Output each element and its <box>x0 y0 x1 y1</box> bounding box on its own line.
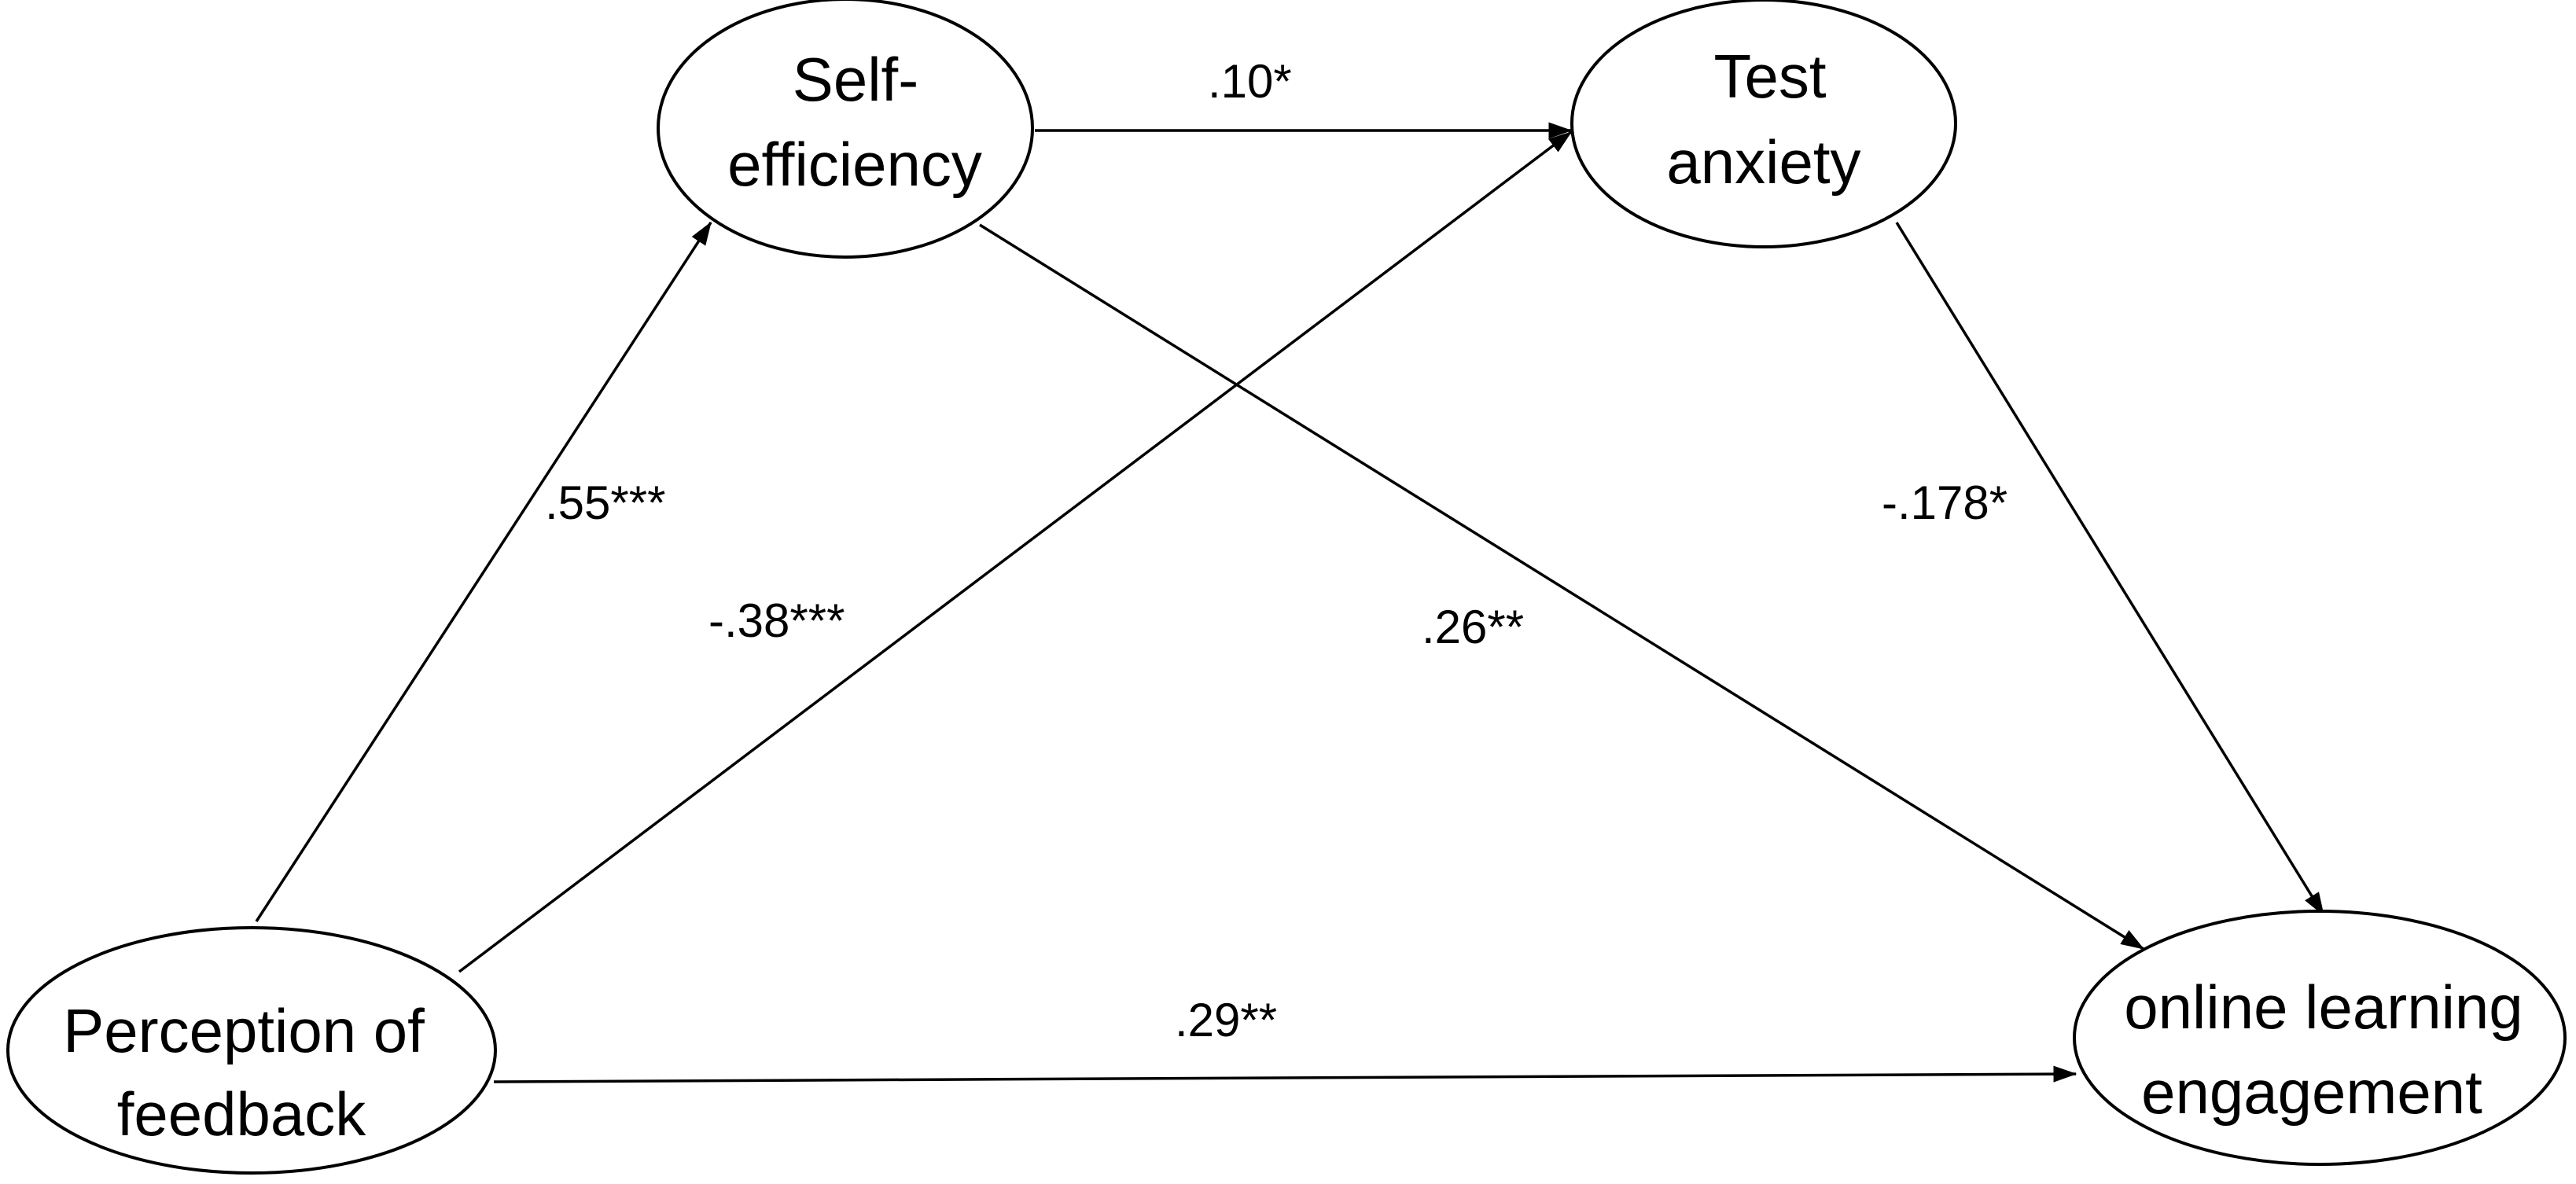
node-online-learning-engagement-label-line2: engagement <box>2141 1057 2482 1127</box>
node-online-learning-engagement-label-line1: online learning <box>2124 973 2523 1042</box>
edges <box>255 122 2325 1083</box>
node-test-anxiety: Test anxiety <box>1570 0 1957 248</box>
node-self-efficiency-ellipse <box>657 0 1034 259</box>
node-perception-of-feedback-label-line1: Perception of <box>63 996 425 1065</box>
node-self-efficiency-label-line2: efficiency <box>727 130 982 199</box>
edge-label-self-efficiency-to-engagement: .26** <box>1422 601 1524 653</box>
edge-self-efficiency-to-engagement <box>979 223 2145 951</box>
edge-test-anxiety-to-engagement <box>1895 222 2325 917</box>
edge-label-perception-to-engagement: .29** <box>1175 994 1277 1046</box>
node-perception-of-feedback-label-line2: feedback <box>117 1079 367 1149</box>
edge-perception-to-self-efficiency <box>255 221 712 922</box>
node-online-learning-engagement: online learning engagement <box>2073 910 2567 1166</box>
node-self-efficiency: Self- efficiency <box>657 0 1034 259</box>
node-test-anxiety-label-line1: Test <box>1713 42 1826 111</box>
node-test-anxiety-label-line2: anxiety <box>1666 127 1860 197</box>
edge-label-perception-to-test-anxiety: -.38*** <box>708 594 845 647</box>
node-online-learning-engagement-ellipse <box>2073 910 2567 1166</box>
edge-label-test-anxiety-to-engagement: -.178* <box>1882 476 2007 529</box>
edge-perception-to-engagement <box>493 1065 2077 1083</box>
edge-label-self-efficiency-to-test-anxiety: .10* <box>1208 55 1292 108</box>
node-self-efficiency-label-line1: Self- <box>793 45 918 114</box>
edge-perception-to-test-anxiety <box>458 131 1573 973</box>
node-perception-of-feedback-ellipse <box>6 926 497 1175</box>
node-perception-of-feedback: Perception of feedback <box>6 926 497 1175</box>
edge-labels: .55*** -.38*** .29** .10* .26** -.178* <box>545 55 2007 1046</box>
node-test-anxiety-ellipse <box>1570 0 1957 248</box>
edge-label-perception-to-self-efficiency: .55*** <box>545 476 665 529</box>
